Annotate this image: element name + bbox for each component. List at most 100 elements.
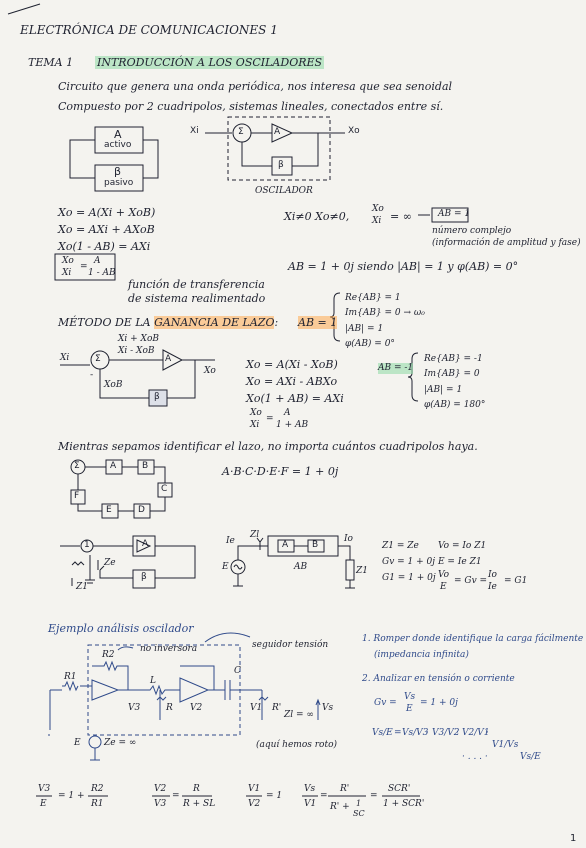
cond-line: Xi≠0 Xo≠0,	[284, 210, 350, 223]
ab-box	[431, 207, 469, 223]
impedance-diagram	[230, 535, 355, 589]
osc-xi: Xi	[190, 126, 199, 136]
b3-a: A	[165, 354, 172, 364]
b3-frac-den: Xi	[250, 420, 260, 430]
bot-f4d: V1	[304, 799, 317, 809]
lazo-box-f: F	[74, 491, 80, 501]
ej-gv: Gv =	[374, 698, 397, 708]
ej-chain-op-2: ·	[456, 728, 459, 738]
bot-f1r: = 1 +	[58, 791, 85, 801]
bot-f2rd: R + SL	[183, 799, 216, 809]
bot-f4r: =	[320, 791, 328, 801]
bot-f4rd2n: 1	[356, 799, 362, 808]
ej-chain-2: V3/V2	[432, 728, 460, 738]
cond-frac-num: Xo	[372, 204, 384, 214]
ej-e: E	[74, 738, 81, 748]
ej-step-1b: (impedancia infinita)	[374, 650, 469, 660]
eq1-caption-2: de sistema realimentado	[128, 292, 266, 305]
ej-r: R	[166, 703, 173, 713]
eq1-line3: Xo(1 - AB) = AXi	[58, 240, 151, 253]
block-a-sub: activo	[104, 140, 132, 150]
bot-f4rn: R'	[340, 784, 350, 794]
b4-s3d: Io	[488, 570, 497, 580]
lazo-box-b: B	[142, 461, 149, 471]
eq1-line2: Xo = AXi + AXoB	[58, 223, 155, 236]
ej-gv-rhs: = 1 + 0j	[420, 698, 458, 708]
osc-a: A	[274, 127, 281, 137]
lazo-box-sigma: Σ	[74, 461, 80, 471]
cond-note-2: (información de amplitud y fase)	[432, 238, 581, 248]
metodo-d2: Im{AB} = 0	[424, 369, 480, 379]
ej-vs: Vs	[322, 703, 334, 713]
ej-gv-den: E	[406, 704, 413, 714]
b4-zl: Zl	[250, 530, 260, 540]
b4-r3: G1 = 1 + 0j	[382, 573, 436, 583]
eq1-frac-rnum: A	[94, 256, 101, 266]
eq1-line1: Xo = A(Xi + XoB)	[58, 206, 156, 219]
tema-label: TEMA 1	[28, 56, 74, 69]
tema-title: INTRODUCCIÓN A LOS OSCILADORES	[95, 56, 325, 69]
b3-b: β	[154, 392, 160, 402]
lazo-box-d: D	[138, 505, 145, 515]
bot-f1d: E	[40, 799, 47, 809]
b4-s3b: E	[440, 582, 447, 592]
lazo-box-a: A	[110, 461, 117, 471]
b3-frac-rden: 1 + AB	[276, 420, 309, 430]
oscillator-example-circuit	[48, 632, 321, 761]
ej-no-inv: no inversora	[140, 644, 198, 654]
bot-f2r: =	[172, 791, 180, 801]
bot-f3r: = 1	[266, 791, 283, 801]
bot-f1rn: R2	[91, 784, 104, 794]
cond-box: AB = 1	[438, 209, 471, 219]
negative-feedback-block-diagram	[60, 349, 215, 407]
b3-xob: XoB	[104, 380, 123, 390]
lazo-box-c: C	[161, 484, 168, 494]
block-b-sub: pasivo	[104, 178, 134, 188]
ej-r1: R1	[64, 672, 77, 682]
metodo-c3: |AB| = 1	[345, 324, 384, 334]
metodo-d3: |AB| = 1	[424, 385, 463, 395]
b4-r1: Z1 = Ze	[382, 541, 419, 551]
bot-f3n: V1	[248, 784, 261, 794]
cond-frac-den: Xi	[372, 216, 382, 226]
ej-gv-num: Vs	[404, 692, 416, 702]
ej-chain-5: Vs/E	[520, 752, 541, 762]
ej-chain-3: V2/V1	[462, 728, 490, 738]
b3-xo: Xo	[204, 366, 216, 376]
ej-chain-op-1: ·	[426, 728, 429, 738]
eq1-caption-1: función de transferencia	[128, 278, 265, 291]
osc-xo: Xo	[348, 126, 360, 136]
b3-sigma: Σ	[95, 354, 101, 364]
ej-aqui: (aquí hemos roto)	[256, 740, 337, 750]
b3-minus: -	[90, 370, 94, 380]
transfer-box	[54, 253, 116, 281]
metodo-c1: Re{AB} = 1	[345, 293, 401, 303]
eq1-frac-rden: 1 - AB	[88, 268, 116, 278]
ej-c: C	[234, 666, 241, 676]
lazo-eq: A·B·C·D·E·F = 1 + 0j	[222, 465, 339, 478]
b4-a2: A	[282, 540, 289, 550]
eq1-frac-den: Xi	[62, 268, 72, 278]
bot-f2d: V3	[154, 799, 167, 809]
metodo-ab2: AB = -1	[378, 363, 414, 374]
metodo-hl: GANANCIA DE LAZO	[154, 316, 275, 329]
bot-f4rd1: R' +	[330, 802, 350, 812]
b3-top1: Xi + XoB	[118, 334, 159, 344]
metodo-title-a: MÉTODO DE LA GANANCIA DE LAZO:	[58, 316, 279, 329]
b4-r2: Gv = 1 + 0j	[382, 557, 436, 567]
intro-line-2: Compuesto por 2 cuadripolos, sistemas li…	[58, 100, 444, 113]
b4-s1: Vo = Io Z1	[438, 541, 487, 551]
cond-note-1: número complejo	[432, 226, 512, 236]
b4-b: β	[141, 572, 147, 582]
course-title: ELECTRÓNICA DE COMUNICACIONES 1	[20, 23, 278, 37]
b3-xi: Xi	[60, 353, 70, 363]
loop-chain-diagram	[70, 459, 173, 519]
ej-seguidor: seguidor tensión	[252, 640, 329, 650]
loop-break-diagram	[60, 535, 196, 589]
ej-chain-op-4: · . . . ·	[462, 752, 488, 762]
metodo-d1: Re{AB} = -1	[424, 354, 483, 364]
block-b-label: β	[114, 165, 122, 178]
bot-f4eq: =	[370, 791, 378, 801]
osc-sigma: Σ	[238, 127, 244, 137]
ej-chain-0: Vs/E	[372, 728, 393, 738]
